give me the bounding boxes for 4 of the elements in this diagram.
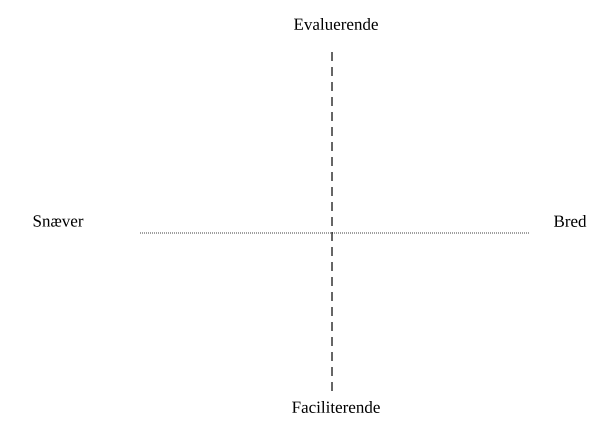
axis-label: Faciliterende [292,401,380,413]
axis-label: Bred [554,215,586,227]
axis-label: Snæver [34,215,84,227]
axis-label: Evaluerende [294,18,378,30]
